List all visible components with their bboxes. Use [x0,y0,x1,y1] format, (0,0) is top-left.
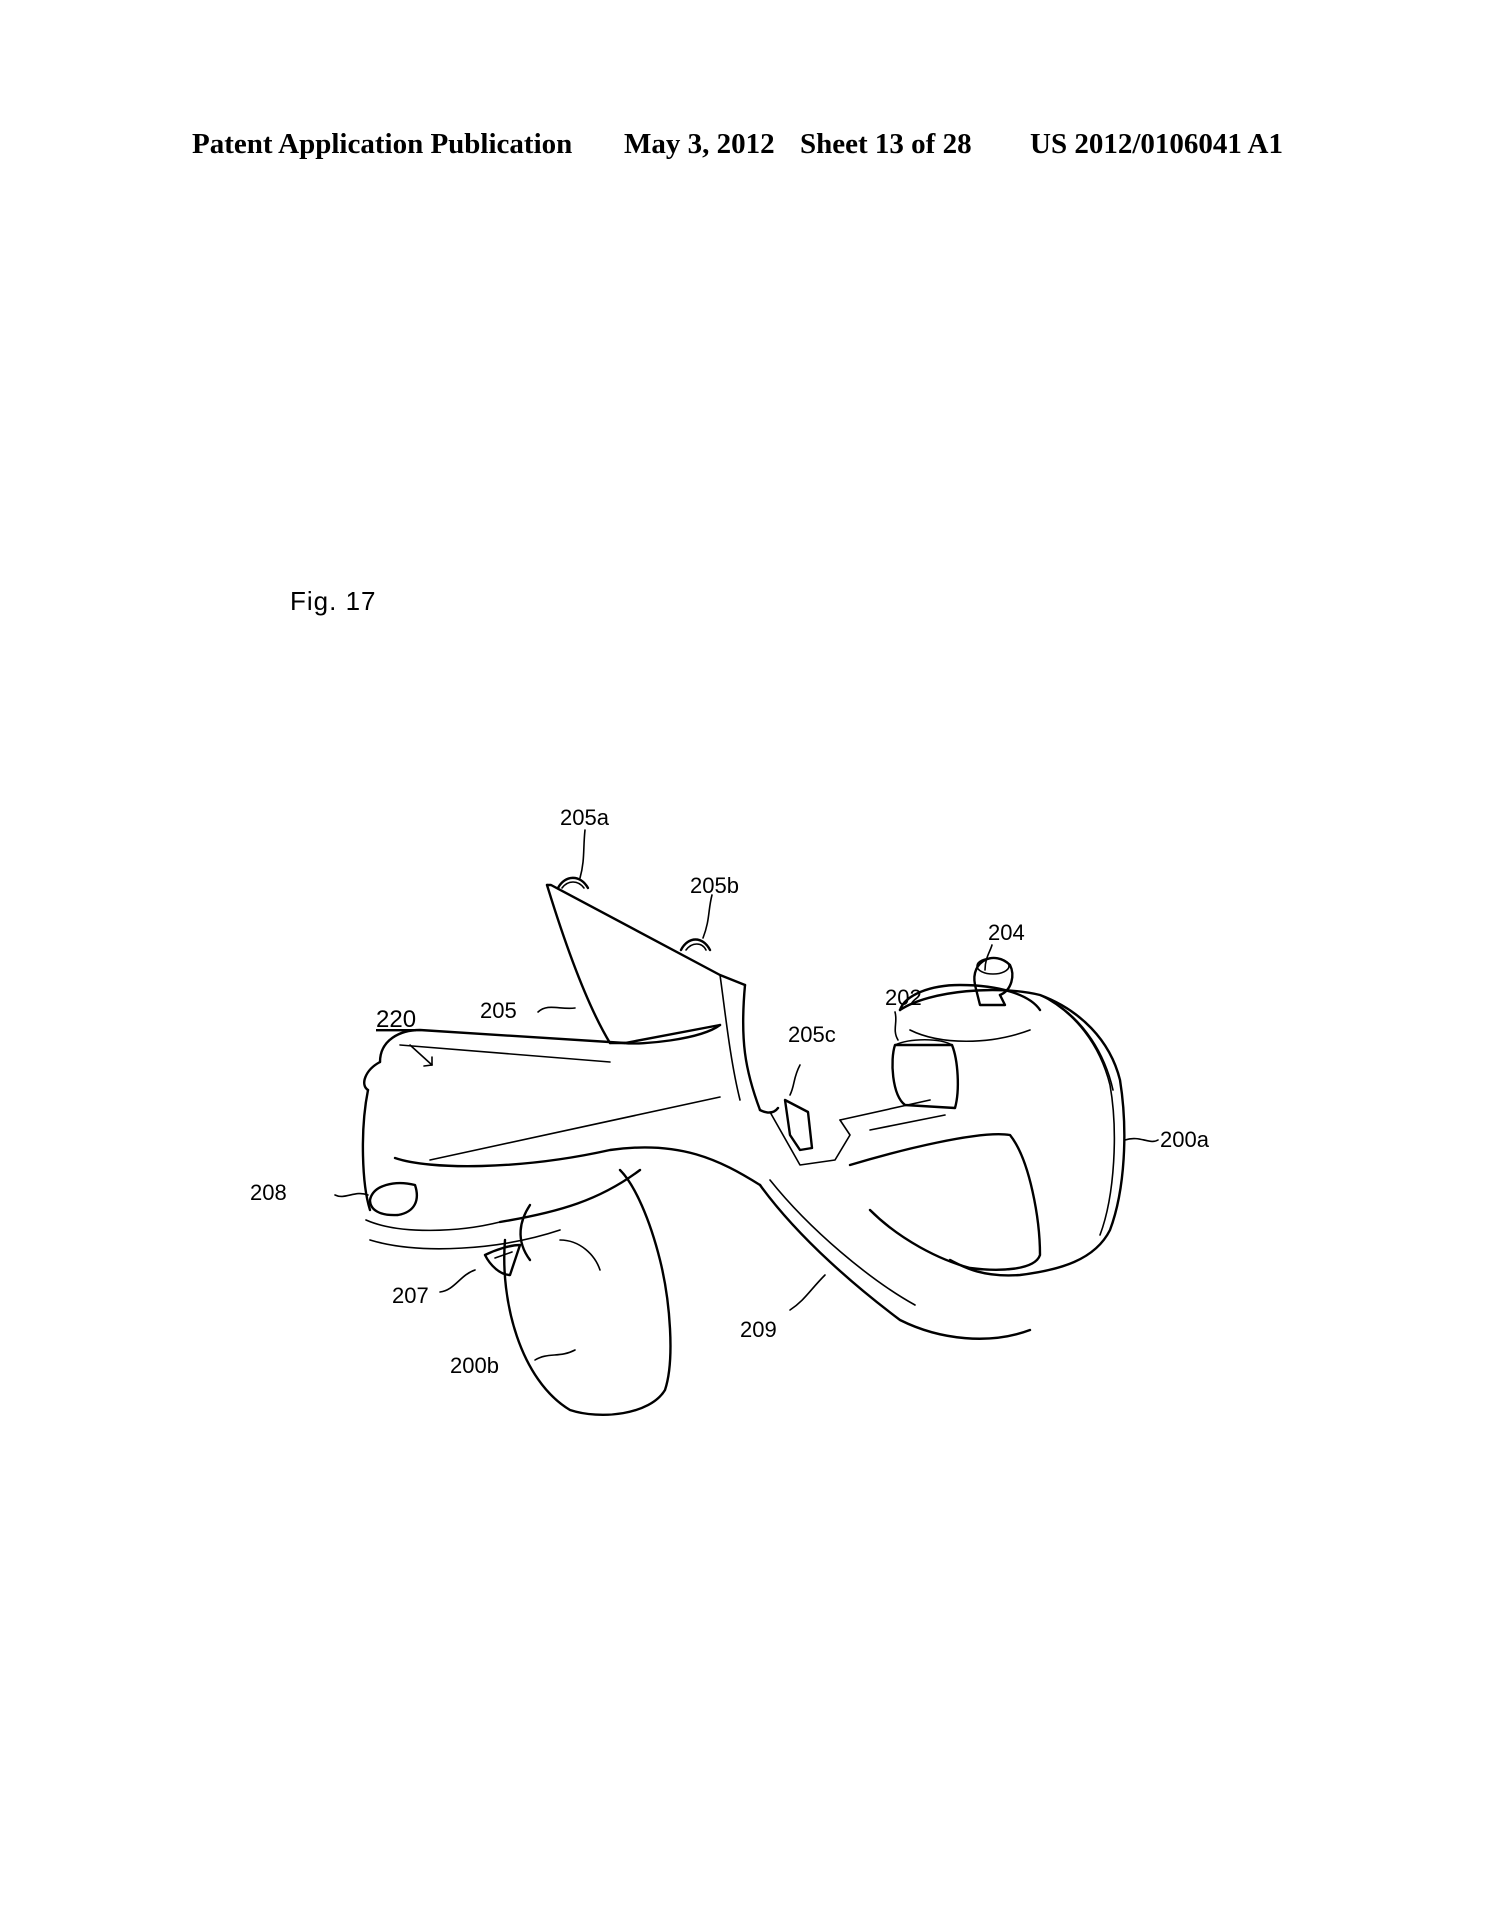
leader-lines [334,829,1159,1361]
ref-209: 209 [740,1317,777,1342]
ref-220: 220 [376,1006,416,1033]
publication-title: Patent Application Publication [192,128,573,160]
ref-205: 205 [480,998,517,1023]
ref-200a: 200a [1160,1127,1210,1152]
ref-205a: 205a [560,805,610,830]
publication-date: May 3, 2012 [624,128,775,160]
ref-204: 204 [988,920,1025,945]
ref-200b: 200b [450,1353,499,1378]
ref-207: 207 [392,1283,429,1308]
ref-208: 208 [250,1180,287,1205]
ref-205c: 205c [788,1022,836,1047]
ref-202: 202 [885,985,922,1010]
figure-label: Fig. 17 [290,586,377,616]
ref-205b: 205b [690,873,739,898]
publication-number: US 2012/0106041 A1 [1030,128,1283,160]
sheet-number: Sheet 13 of 28 [800,128,972,160]
page-header: Patent Application Publication May 3, 20… [0,128,1489,168]
reference-numerals: 205a 205b 205 205c 202 204 200a 208 207 … [250,805,1210,1378]
device-drawing [361,876,1126,1416]
